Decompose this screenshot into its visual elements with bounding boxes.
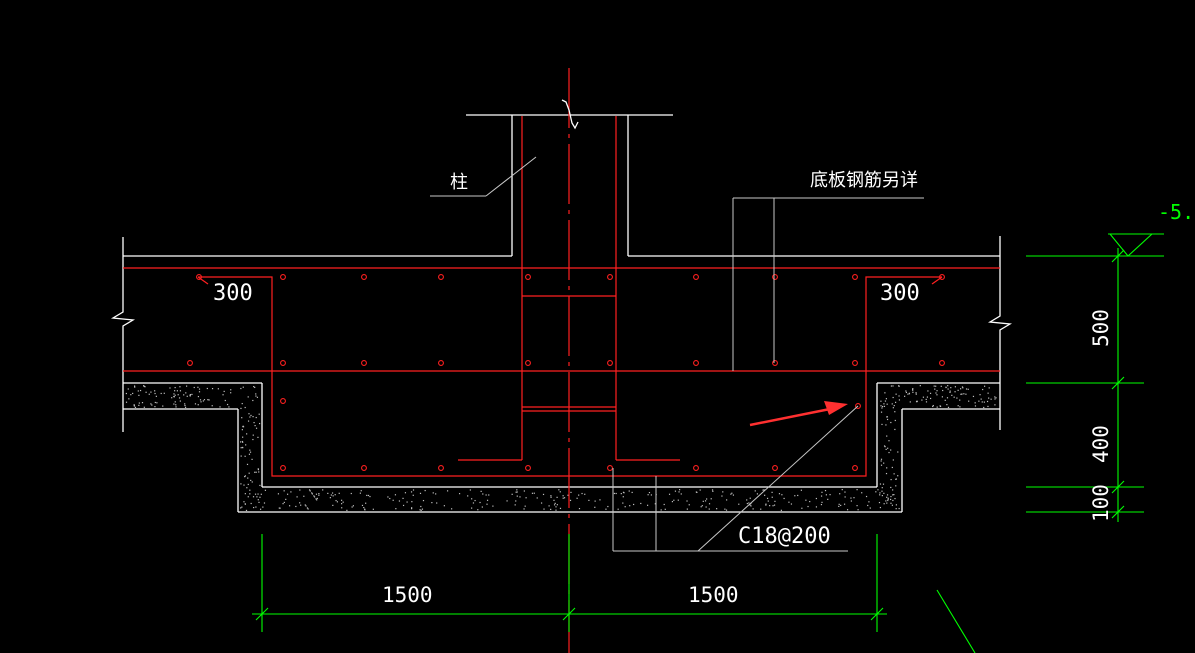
rebar-spec-label: C18@200	[738, 524, 831, 549]
column-label: 柱	[450, 172, 468, 193]
rebar-dot	[280, 398, 286, 404]
left-offset-label: 300	[213, 281, 253, 306]
rebar-dot	[693, 274, 699, 280]
rebar-dot	[772, 274, 778, 280]
dim-vertical-500: 500	[1089, 309, 1113, 347]
rebar-dot	[852, 360, 858, 366]
highlight-arrow	[749, 401, 848, 427]
bottom-slab-note: 底板钢筋另详	[810, 170, 918, 191]
rebar-dot	[693, 465, 699, 471]
rebar-dot	[361, 360, 367, 366]
leader-lines	[430, 156, 924, 552]
elevation-label: -5.9	[1158, 200, 1195, 224]
rebar-dot	[772, 360, 778, 366]
rebar-dot	[939, 360, 945, 366]
rebar-dot	[438, 274, 444, 280]
rebar-dot	[939, 274, 945, 280]
rebar-dot	[525, 360, 531, 366]
rebar-dot	[607, 360, 613, 366]
rebar-dot	[361, 465, 367, 471]
dim-left-1500: 1500	[382, 583, 433, 607]
rebar-dot	[280, 274, 286, 280]
rebar-dot	[196, 274, 202, 280]
rebar-dot	[852, 465, 858, 471]
rebar-dot	[607, 274, 613, 280]
concrete-outline	[110, 114, 1013, 513]
rebar-dots	[187, 274, 945, 471]
rebar-dot	[852, 274, 858, 280]
blinding-hatch	[125, 385, 997, 512]
rebar-dot	[438, 465, 444, 471]
right-offset-label: 300	[880, 281, 920, 306]
dim-vertical-100: 100	[1089, 484, 1113, 522]
rebar-dot	[525, 274, 531, 280]
rebar-dot	[772, 465, 778, 471]
rebar-dot	[438, 360, 444, 366]
dim-right-1500: 1500	[688, 583, 739, 607]
column-break-symbol	[561, 99, 579, 130]
dimension-lines	[252, 233, 1164, 653]
rebar-dot	[280, 360, 286, 366]
rebar-group	[123, 68, 1000, 653]
rebar-dot	[280, 465, 286, 471]
rebar-dot	[525, 465, 531, 471]
rebar-dot	[187, 360, 193, 366]
rebar-dot	[855, 403, 861, 409]
rebar-dot	[693, 360, 699, 366]
rebar-dot	[361, 274, 367, 280]
dim-vertical-400: 400	[1089, 425, 1113, 463]
rebar-dot	[607, 465, 613, 471]
